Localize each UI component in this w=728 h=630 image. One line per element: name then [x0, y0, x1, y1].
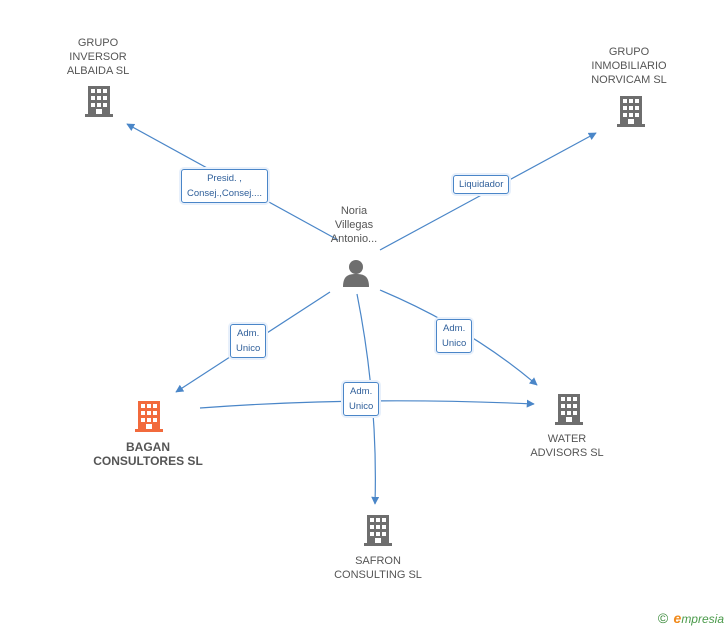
edge-label-to-safron[interactable]: Adm. Unico — [343, 382, 380, 416]
edge-label-line: Unico — [442, 338, 467, 349]
building-icon — [85, 86, 113, 117]
node-label-line: CONSULTING SL — [334, 569, 422, 581]
node-label-norvicam[interactable]: GRUPO INMOBILIARIO NORVICAM SL — [574, 45, 684, 87]
building-icon — [555, 394, 583, 425]
edge-label-to-water[interactable]: Adm. Unico — [436, 319, 473, 353]
node-label-line: ALBAIDA SL — [66, 65, 130, 77]
edge-label-line: Unico — [349, 401, 374, 412]
edge-label-line: Adm. — [237, 328, 260, 339]
node-label-line: Antonio... — [330, 233, 378, 245]
node-label-line: Noria — [340, 205, 368, 217]
brand-logo: © empresia — [658, 610, 724, 626]
building-icon-main — [135, 401, 163, 432]
node-label-line: NORVICAM SL — [591, 74, 667, 86]
edge-label-to-norvicam[interactable]: Liquidador — [453, 175, 510, 194]
node-label-person[interactable]: Noria Villegas Antonio... — [314, 204, 394, 246]
edge-label-line: Presid. , — [207, 173, 242, 184]
building-icon — [617, 96, 645, 127]
edge-label-line: Adm. — [443, 323, 466, 334]
brand-initial: e — [673, 610, 682, 626]
node-label-line: ADVISORS SL — [530, 447, 604, 459]
person-icon — [343, 260, 369, 287]
node-label-line: WATER — [547, 433, 587, 445]
node-label-line: GRUPO — [77, 37, 119, 49]
node-label-line: CONSULTORES SL — [93, 454, 203, 468]
node-label-line: Villegas — [334, 219, 374, 231]
edge-label-to-bagan[interactable]: Adm. Unico — [230, 324, 267, 358]
edge-label-line: Liquidador — [459, 179, 504, 190]
node-label-water[interactable]: WATER ADVISORS SL — [517, 432, 617, 460]
brand-name: mpresia — [681, 612, 724, 626]
node-label-line: BAGAN — [126, 440, 170, 454]
node-label-line: GRUPO — [608, 46, 650, 58]
node-label-bagan[interactable]: BAGAN CONSULTORES SL — [88, 440, 208, 468]
node-label-safron[interactable]: SAFRON CONSULTING SL — [326, 554, 430, 582]
edge-label-to-albaida[interactable]: Presid. , Consej.,Consej.... — [181, 169, 268, 203]
copyright-symbol: © — [657, 610, 669, 626]
node-label-line: INMOBILIARIO — [591, 60, 667, 72]
edge-label-line: Unico — [236, 343, 261, 354]
edge-label-line: Consej.,Consej.... — [187, 188, 262, 199]
node-label-line: SAFRON — [355, 555, 401, 567]
node-label-albaida[interactable]: GRUPO INVERSOR ALBAIDA SL — [48, 36, 148, 78]
building-icon — [364, 515, 392, 546]
edge-label-line: Adm. — [350, 386, 373, 397]
node-label-line: INVERSOR — [69, 51, 127, 63]
